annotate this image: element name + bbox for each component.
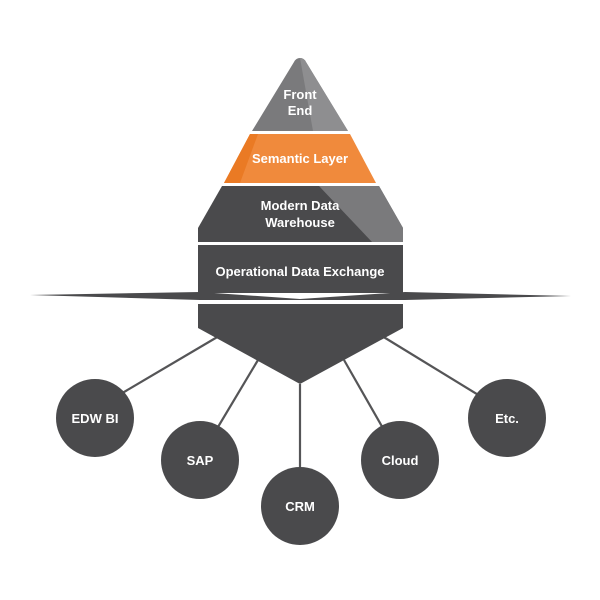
layer-modern-data-warehouse-highlight bbox=[319, 186, 403, 242]
layer-operational-data-exchange bbox=[198, 245, 403, 293]
source-etc: Etc. bbox=[468, 379, 546, 457]
layer-label-warehouse-line1: Modern Data bbox=[261, 198, 341, 213]
source-edw-bi: EDW BI bbox=[56, 379, 134, 457]
source-edw-bi-label: EDW BI bbox=[72, 411, 119, 426]
source-crm-label: CRM bbox=[285, 499, 315, 514]
connector-sap bbox=[211, 359, 259, 438]
source-sap-circle bbox=[161, 421, 239, 499]
source-cloud-label: Cloud bbox=[382, 453, 419, 468]
layer-semantic bbox=[224, 134, 376, 183]
source-etc-label: Etc. bbox=[495, 411, 519, 426]
layer-semantic-shade bbox=[224, 134, 258, 183]
source-cloud: Cloud bbox=[361, 421, 439, 499]
source-edw-bi-circle bbox=[56, 379, 134, 457]
source-crm-circle bbox=[261, 467, 339, 545]
source-sap: SAP bbox=[161, 421, 239, 499]
source-etc-circle bbox=[468, 379, 546, 457]
source-sap-label: SAP bbox=[187, 453, 214, 468]
pyramid-base bbox=[198, 304, 403, 384]
layer-label-warehouse-line2: Warehouse bbox=[265, 215, 335, 230]
layer-label-front-end-line1: Front bbox=[283, 87, 317, 102]
layer-label-operational: Operational Data Exchange bbox=[215, 264, 384, 279]
layer-label-semantic: Semantic Layer bbox=[252, 151, 348, 166]
ground-line bbox=[30, 292, 571, 300]
source-cloud-circle bbox=[361, 421, 439, 499]
layer-label-front-end-line2: End bbox=[288, 103, 313, 118]
layer-front-end-highlight bbox=[300, 58, 348, 131]
source-crm: CRM bbox=[261, 467, 339, 545]
connector-cloud bbox=[343, 359, 389, 438]
